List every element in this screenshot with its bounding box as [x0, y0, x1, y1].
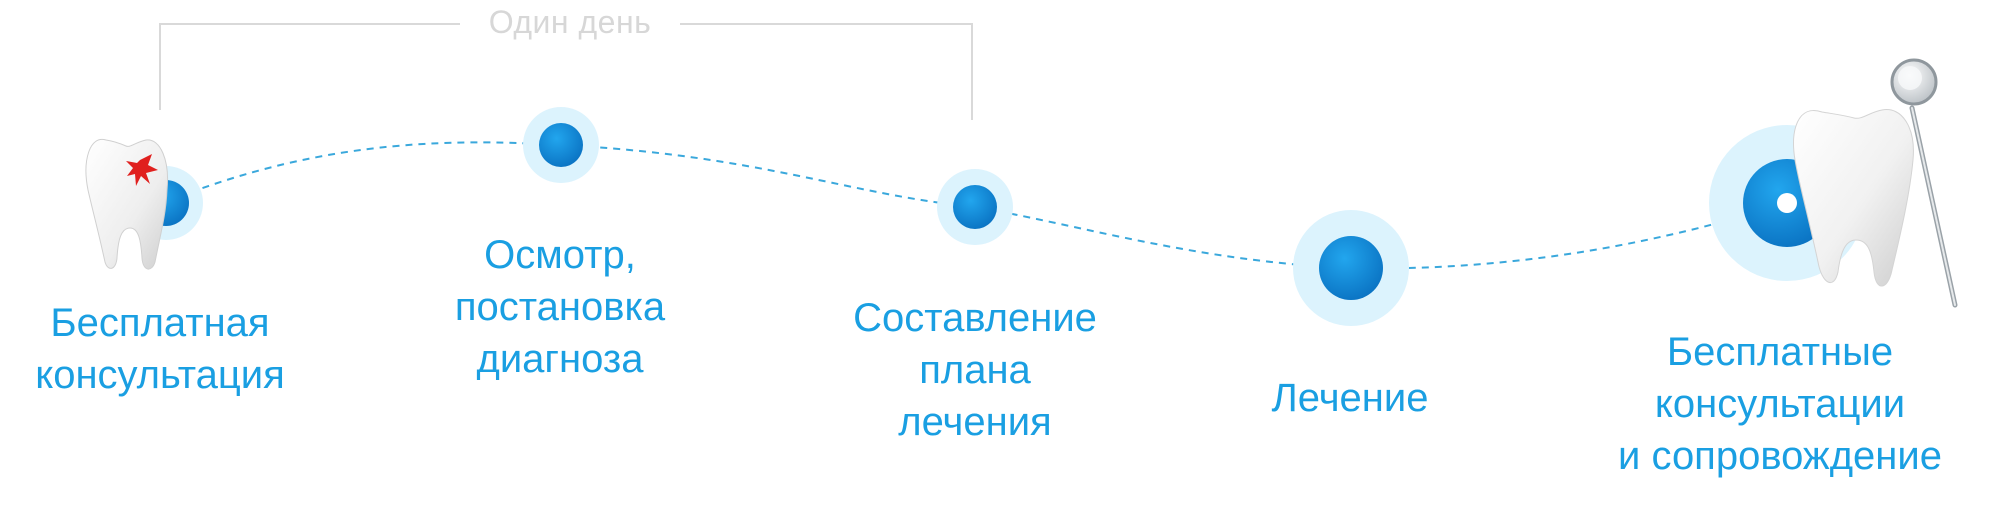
step-label-examination-diagnosis: Осмотр, постановка диагноза	[454, 233, 666, 381]
damaged-tooth-icon	[85, 138, 169, 270]
step-label-treatment: Лечение	[1271, 376, 1429, 420]
step-node-2	[523, 107, 599, 183]
tooth-damage-mark	[126, 154, 158, 186]
one-day-label: Один день	[460, 2, 680, 42]
step-node-3	[937, 169, 1013, 245]
step-label-follow-up: Бесплатные консультации и сопровождение	[1618, 330, 1942, 478]
healthy-tooth-with-dental-mirror-icon	[1793, 58, 1958, 308]
step-node-4	[1293, 210, 1409, 326]
step-label-free-consultation: Бесплатная консультация	[35, 301, 285, 397]
step-label-treatment-plan: Составление плана лечения	[853, 296, 1097, 444]
one-day-bracket	[159, 23, 973, 120]
